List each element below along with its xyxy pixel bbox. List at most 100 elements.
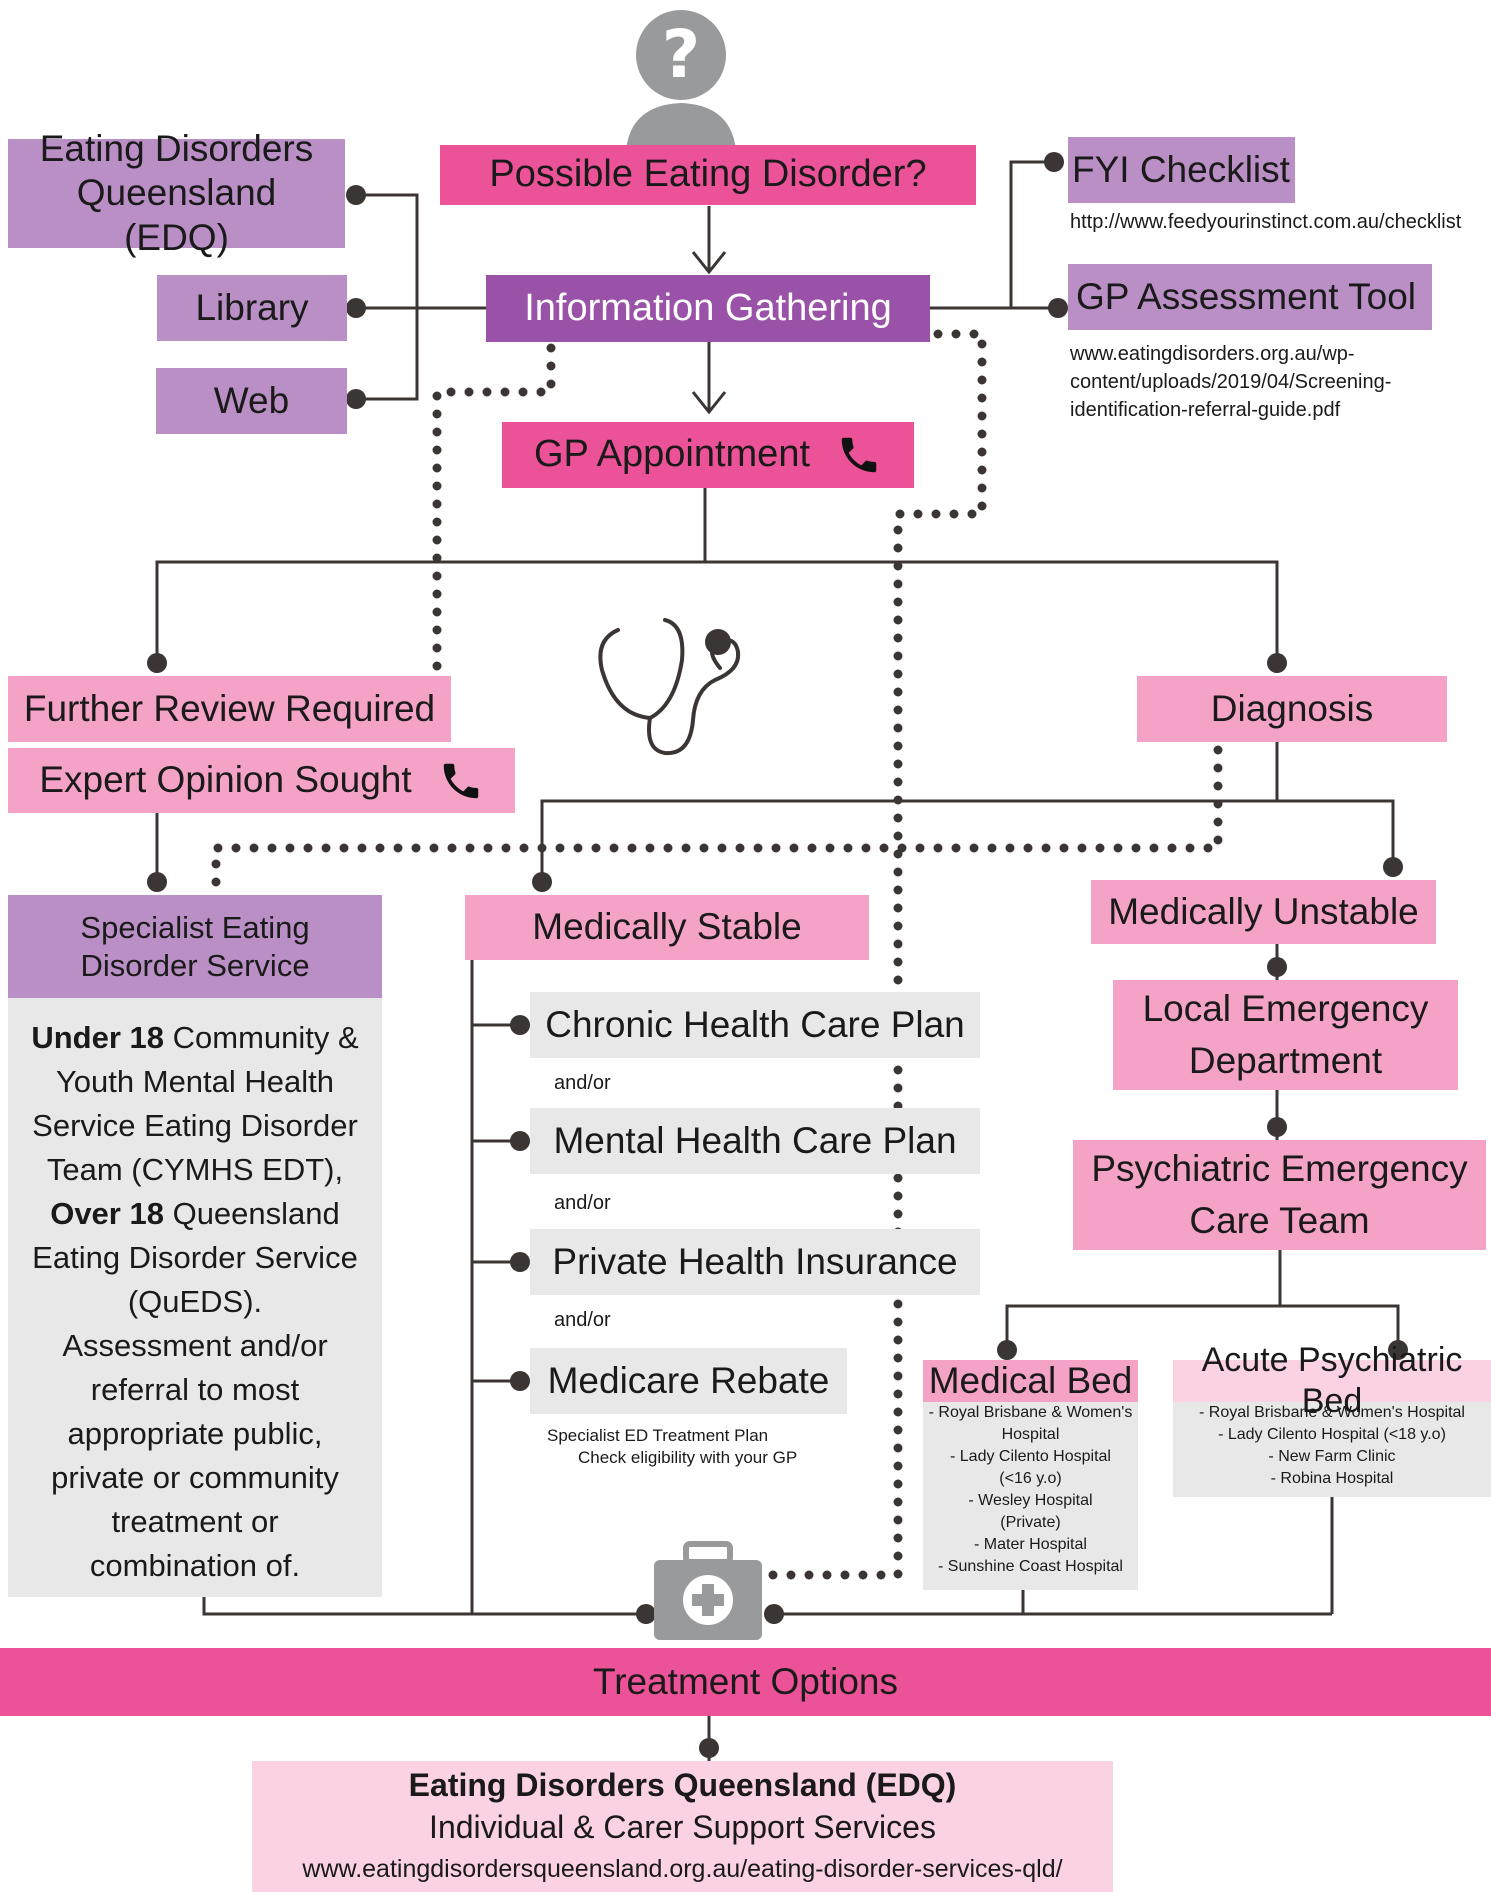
- acute-psychiatric-bed-title: Acute Psychiatric Bed: [1173, 1341, 1491, 1420]
- medically-stable-box: Medically Stable: [465, 895, 869, 960]
- acute-psychiatric-bed-list: - Royal Brisbane & Women's Hospital - La…: [1199, 1402, 1465, 1490]
- stethoscope-icon: [598, 618, 741, 756]
- local-ed-line: Department: [1188, 1040, 1383, 1081]
- gp-assessment-tool-label: GP Assessment Tool: [1076, 275, 1417, 317]
- medical-bed-list: - Royal Brisbane & Women's Hospital - La…: [929, 1402, 1133, 1578]
- specialist-text: Queensland: [163, 1196, 340, 1231]
- gp-assessment-tool-box: GP Assessment Tool: [1068, 264, 1432, 330]
- medical-bed-item: - Wesley Hospital: [968, 1492, 1093, 1509]
- gp-tool-url-line: content/uploads/2019/04/Screening-: [1070, 371, 1392, 393]
- library-label: Library: [195, 286, 309, 328]
- specialist-text: Assessment and/or: [62, 1328, 328, 1363]
- edq-source-box: Eating Disorders Queensland (EDQ): [8, 128, 345, 258]
- diagnosis-label: Diagnosis: [1210, 687, 1374, 729]
- medically-unstable-box: Medically Unstable: [1091, 880, 1436, 944]
- medical-bed-item: (Private): [1000, 1514, 1061, 1531]
- information-gathering-box: Information Gathering: [486, 275, 930, 342]
- specialist-text: combination of.: [89, 1548, 301, 1583]
- fyi-checklist-box: FYI Checklist: [1068, 137, 1295, 203]
- specialist-text: Community &: [164, 1020, 359, 1055]
- psychiatric-emergency-care-team-box: Psychiatric Emergency Care Team: [1073, 1140, 1486, 1250]
- specialist-title-line: Specialist Eating: [80, 910, 310, 946]
- edq-footer-box: Eating Disorders Queensland (EDQ) Indivi…: [252, 1761, 1113, 1892]
- person-question-icon: ?: [626, 10, 736, 150]
- library-box: Library: [157, 275, 347, 341]
- acute-bed-item: - Robina Hospital: [1270, 1470, 1394, 1487]
- web-box: Web: [156, 368, 347, 434]
- and-or-label: and/or: [554, 1072, 611, 1094]
- local-emergency-department-box: Local Emergency Department: [1113, 980, 1458, 1090]
- possible-eating-disorder-box: Possible Eating Disorder?: [440, 145, 976, 205]
- medical-bed-item: (<16 y.o): [999, 1470, 1062, 1487]
- psych-team-line: Psychiatric Emergency: [1091, 1148, 1468, 1189]
- specialist-title-line: Disorder Service: [80, 947, 310, 983]
- medical-bed-item: - Sunshine Coast Hospital: [938, 1558, 1123, 1575]
- acute-psychiatric-bed-box: Acute Psychiatric Bed - Royal Brisbane &…: [1173, 1341, 1491, 1497]
- edq-source-label: Eating Disorders Queensland (EDQ): [39, 127, 314, 258]
- specialist-service-header: Specialist Eating Disorder Service: [8, 895, 382, 998]
- specialist-service-body: Under 18 Community & Youth Mental Health…: [8, 998, 382, 1597]
- specialist-text: Youth Mental Health: [55, 1064, 335, 1099]
- edq-footer-subtitle: Individual & Carer Support Services: [429, 1808, 936, 1845]
- phone-icon: [443, 763, 478, 798]
- private-health-insurance-label: Private Health Insurance: [552, 1240, 958, 1282]
- psych-team-line: Care Team: [1189, 1200, 1370, 1241]
- expert-opinion-label: Expert Opinion Sought: [39, 759, 412, 801]
- medicare-rebate-box: Medicare Rebate: [530, 1348, 847, 1414]
- specialist-text: private or community: [51, 1460, 339, 1495]
- local-ed-line: Local Emergency: [1142, 988, 1429, 1029]
- medical-bed-item: - Mater Hospital: [974, 1536, 1087, 1553]
- medical-bed-item: Hospital: [1001, 1426, 1060, 1443]
- acute-bed-item: - Royal Brisbane & Women's Hospital: [1199, 1404, 1465, 1421]
- mental-health-care-plan-box: Mental Health Care Plan: [530, 1108, 980, 1174]
- edq-footer-title: Eating Disorders Queensland (EDQ): [408, 1766, 957, 1803]
- specialist-text: referral to most: [90, 1372, 300, 1407]
- diagnosis-box: Diagnosis: [1137, 676, 1447, 742]
- under-18-label: Under 18: [31, 1020, 164, 1055]
- specialist-text: Service Eating Disorder: [32, 1108, 358, 1143]
- gp-appointment-label: GP Appointment: [533, 433, 811, 476]
- fyi-checklist-label: FYI Checklist: [1072, 148, 1290, 190]
- gp-appointment-box: GP Appointment: [502, 422, 914, 488]
- over-18-label: Over 18: [50, 1196, 164, 1231]
- and-or-label: and/or: [554, 1309, 611, 1331]
- svg-text:?: ?: [662, 16, 700, 93]
- chronic-health-care-plan-label: Chronic Health Care Plan: [545, 1003, 965, 1045]
- specialist-text: appropriate public,: [67, 1416, 323, 1451]
- medicare-rebate-label: Medicare Rebate: [547, 1359, 830, 1401]
- first-aid-kit-icon: [654, 1541, 762, 1640]
- gp-assessment-tool-url: www.eatingdisorders.org.au/wp- content/u…: [1070, 340, 1391, 424]
- private-health-insurance-box: Private Health Insurance: [530, 1229, 980, 1295]
- specialist-ed-plan-note: Specialist ED Treatment Plan: [547, 1426, 769, 1445]
- medical-bed-box: Medical Bed - Royal Brisbane & Women's H…: [923, 1360, 1138, 1590]
- specialist-text: Eating Disorder Service: [32, 1240, 358, 1275]
- phone-icon: [841, 437, 877, 473]
- treatment-options-bar: Treatment Options: [0, 1648, 1491, 1716]
- specialist-text: (QuEDS).: [127, 1284, 263, 1319]
- mental-health-care-plan-label: Mental Health Care Plan: [553, 1119, 957, 1161]
- and-or-label: and/or: [554, 1192, 611, 1214]
- edq-footer-url[interactable]: www.eatingdisordersqueensland.org.au/eat…: [302, 1854, 1063, 1883]
- specialist-text: Team (CYMHS EDT),: [46, 1152, 344, 1187]
- chronic-health-care-plan-box: Chronic Health Care Plan: [530, 992, 980, 1058]
- medical-bed-item: - Lady Cilento Hospital: [950, 1448, 1111, 1465]
- medical-bed-item: - Royal Brisbane & Women's: [928, 1404, 1133, 1421]
- medical-bed-title: Medical Bed: [923, 1360, 1138, 1402]
- acute-bed-item: - New Farm Clinic: [1268, 1448, 1396, 1465]
- specialist-text: treatment or: [111, 1504, 279, 1539]
- medically-stable-label: Medically Stable: [532, 906, 802, 948]
- further-review-box: Further Review Required: [8, 676, 451, 742]
- possible-eating-disorder-label: Possible Eating Disorder?: [489, 153, 927, 196]
- check-eligibility-note: Check eligibility with your GP: [578, 1448, 798, 1467]
- web-label: Web: [213, 379, 290, 421]
- further-review-label: Further Review Required: [23, 687, 436, 729]
- acute-bed-item: - Lady Cilento Hospital (<18 y.o): [1218, 1426, 1446, 1443]
- fyi-checklist-url: http://www.feedyourinstinct.com.au/check…: [1070, 211, 1462, 233]
- expert-opinion-box: Expert Opinion Sought: [8, 748, 515, 813]
- medically-unstable-label: Medically Unstable: [1108, 890, 1419, 932]
- gp-tool-url-line: identification-referral-guide.pdf: [1070, 399, 1341, 421]
- gp-tool-url-line: www.eatingdisorders.org.au/wp-: [1070, 343, 1355, 365]
- information-gathering-label: Information Gathering: [524, 286, 892, 329]
